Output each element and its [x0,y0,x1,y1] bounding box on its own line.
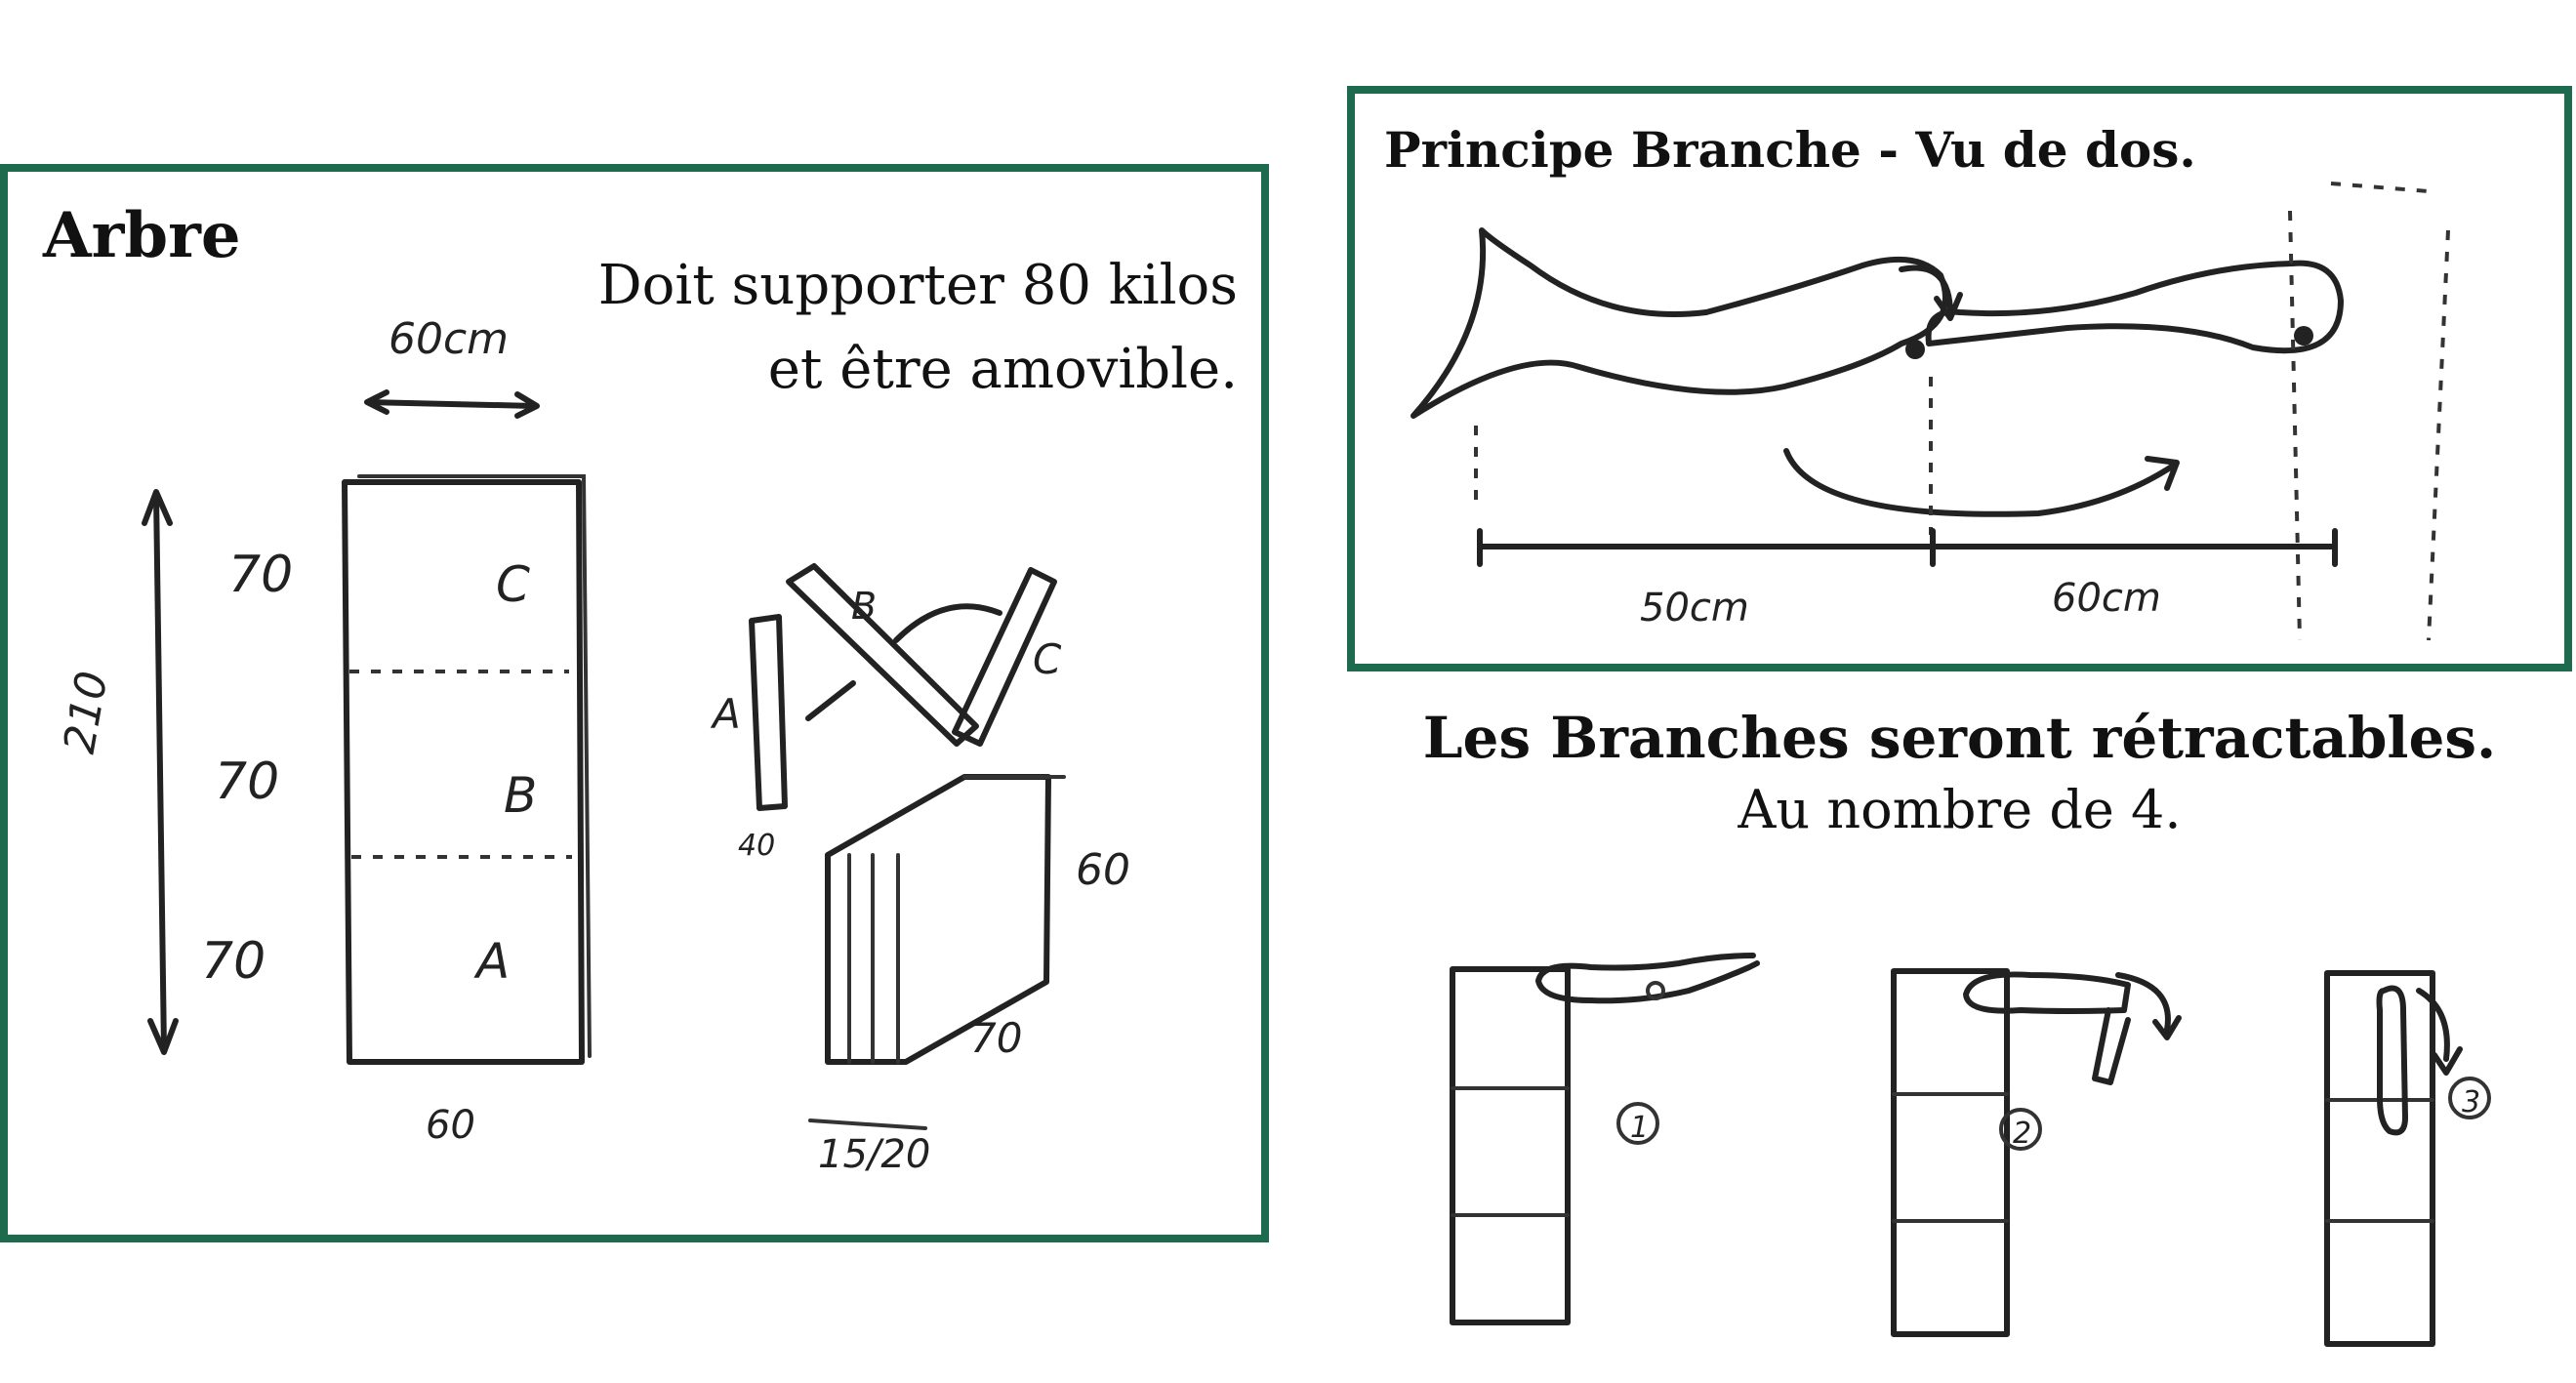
height-arrow [153,491,167,1053]
step-1-number: 1 [1630,1111,1649,1145]
pivot-left [1905,340,1925,359]
arbre-panel: Arbre Doit supporter 80 kilos et être am… [0,164,1269,1242]
step-2-number: 2 [2013,1117,2031,1151]
step-2: 2 [1891,968,2182,1337]
width-bottom-label: 60 [426,1103,475,1148]
fold-thickness-label: 40 [738,829,775,863]
pivot-right [2294,326,2313,346]
left-branch [1411,227,1948,419]
arbre-sketch: 60cm 210 70 70 70 C B A 60 A B C 40 [55,314,1130,1177]
dim-left-label: 50cm [1640,586,1749,630]
step-1: 1 [1450,953,1760,1325]
branche-title: Principe Branche - Vu de dos. [1384,121,2196,179]
section-label-bottom: 70 [201,932,266,991]
dim-right-label: 60cm [2052,576,2161,621]
arbre-note: Doit supporter 80 kilos et être amovible… [598,244,1238,412]
section-label-middle: 70 [215,753,279,811]
fold-letter-b: B [851,585,877,628]
section-label-top: 70 [228,546,293,604]
stack-height-label: 60 [1076,845,1130,895]
arbre-note-line1: Doit supporter 80 kilos [597,254,1238,317]
retract-steps: 1 2 3 [1450,953,2491,1347]
fold-panel-a [749,614,788,811]
step-3: 3 [2324,970,2491,1347]
right-branch [1925,260,2344,354]
step-3-number: 3 [2462,1085,2480,1119]
fold-panel-c [952,567,1057,747]
retract-title: Les Branches seront rétractables. [1422,705,2497,771]
stack-depth-label: 70 [970,1014,1022,1062]
stack-width-label: 15/20 [818,1132,930,1177]
section-letter-a: A [473,933,510,990]
width-top-label: 60cm [388,314,509,364]
branche-sketch: 50cm 60cm [1411,182,2450,641]
fold-panel-b [786,563,979,747]
main-board [342,479,585,1065]
arbre-title: Arbre [43,199,241,272]
fold-letter-c: C [1033,635,1062,683]
section-letter-b: B [504,767,537,824]
arbre-note-line2: et être amovible. [767,338,1238,401]
section-letter-c: C [496,556,530,613]
branche-panel: Principe Branche - Vu de dos. 50cm 60cm [1347,86,2572,671]
fold-letter-a: A [710,690,741,738]
width-arrow [366,399,538,409]
height-total-label: 210 [55,668,118,757]
retract-subtitle: Au nombre de 4. [1738,779,2182,840]
